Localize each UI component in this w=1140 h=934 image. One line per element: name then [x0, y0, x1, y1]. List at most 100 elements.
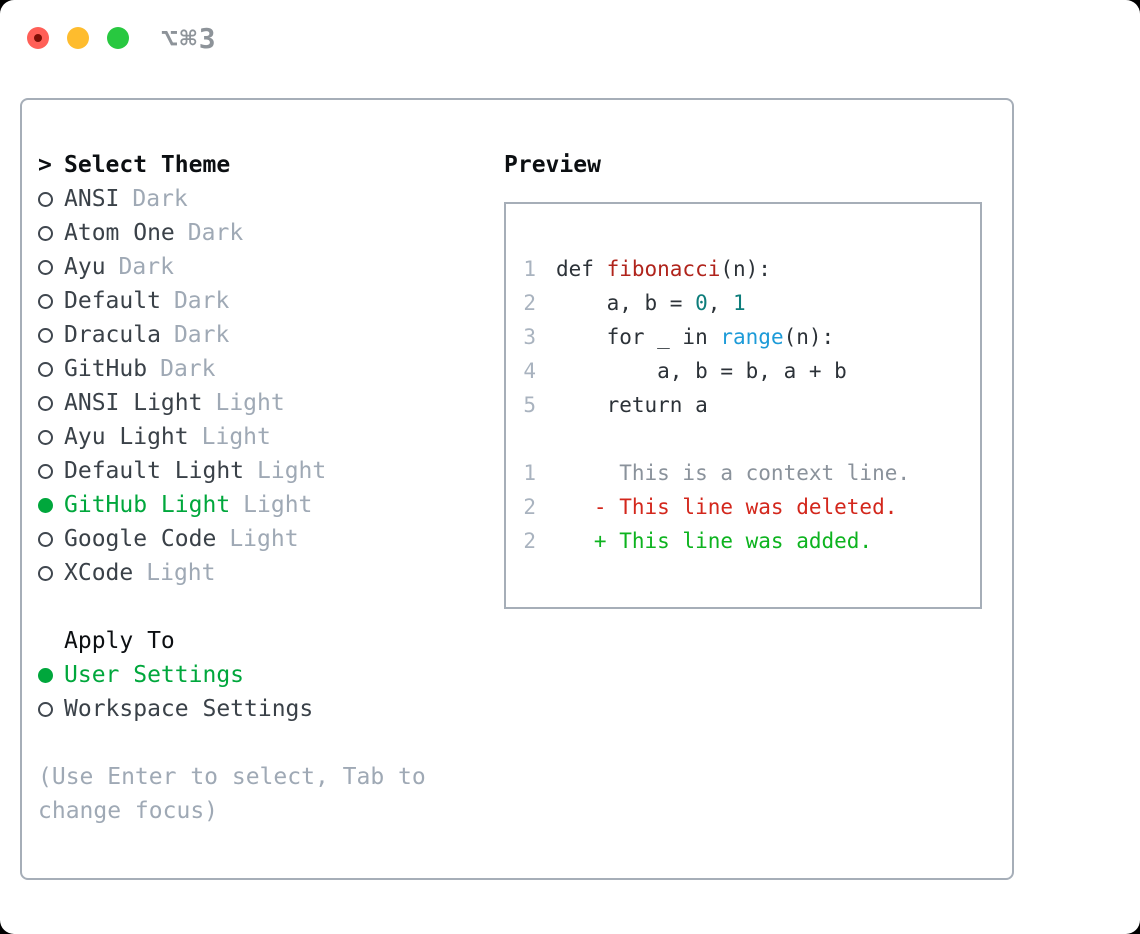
theme-option-dracula[interactable]: Dracula Dark	[38, 318, 468, 352]
option-label: ANSI	[64, 186, 120, 212]
menu-title: Select Theme	[64, 152, 231, 178]
preview-line: 2 + This line was added.	[514, 524, 972, 558]
radio-selected-icon	[38, 497, 53, 513]
variant-tag: Dark	[132, 186, 188, 212]
variant-tag: Dark	[173, 288, 230, 314]
token-plain: ,	[707, 291, 734, 315]
preview-line: 2 - This line was deleted.	[514, 490, 972, 524]
variant-tag: Light	[229, 526, 299, 552]
option-label: Default	[64, 288, 161, 314]
option-label: Ayu	[64, 254, 106, 280]
theme-option-ayu-light[interactable]: Ayu Light Light	[38, 420, 468, 454]
variant-tag: Light	[146, 560, 216, 586]
radio-icon	[38, 565, 53, 581]
keyboard-hint: (Use Enter to select, Tab to change focu…	[38, 764, 426, 824]
radio-icon	[38, 293, 53, 309]
theme-option-default-light[interactable]: Default Light Light	[38, 454, 468, 488]
radio-icon	[38, 327, 53, 343]
line-number: 2	[523, 495, 536, 519]
theme-option-default[interactable]: Default Dark	[38, 284, 468, 318]
token-plain: a, b = b, a + b	[556, 359, 847, 383]
blank-line	[514, 422, 972, 456]
zoom-button[interactable]	[107, 27, 129, 49]
token-num: 1	[733, 291, 746, 315]
apply-to-header: Apply To	[38, 624, 468, 658]
theme-option-atom-one[interactable]: Atom One Dark	[38, 216, 468, 250]
variant-tag: Dark	[173, 322, 230, 348]
token-plain: a, b =	[556, 291, 696, 315]
option-label: GitHub	[64, 356, 148, 382]
apply-option-user-settings[interactable]: User Settings	[38, 658, 468, 692]
token-plain: (n):	[783, 325, 835, 349]
line-number: 3	[523, 325, 536, 349]
theme-option-xcode[interactable]: XCode Light	[38, 556, 468, 590]
token-ctx: This is a context line.	[556, 461, 911, 485]
option-label: Dracula	[64, 322, 161, 348]
theme-option-github-light[interactable]: GitHub Light Light	[38, 488, 468, 522]
radio-icon	[38, 463, 53, 479]
option-label: Ayu Light	[64, 424, 189, 450]
line-content: return a	[556, 388, 708, 422]
line-number: 1	[523, 257, 536, 281]
token-plain: return a	[556, 393, 708, 417]
apply-option-workspace-settings[interactable]: Workspace Settings	[38, 692, 468, 726]
token-plain: for _ in	[556, 325, 721, 349]
preview-line: 3 for _ in range(n):	[514, 320, 972, 354]
preview-line: 1 def fibonacci(n):	[514, 252, 972, 286]
variant-tag: Light	[201, 424, 271, 450]
variant-tag: Light	[243, 492, 313, 518]
variant-tag: Dark	[160, 356, 216, 382]
token-fn: fibonacci	[606, 257, 721, 281]
line-number: 2	[523, 529, 536, 553]
variant-tag: Dark	[187, 220, 244, 246]
preview-title: Preview	[504, 152, 601, 178]
theme-option-github[interactable]: GitHub Dark	[38, 352, 468, 386]
option-label: XCode	[64, 560, 134, 586]
variant-tag: Light	[257, 458, 327, 484]
minimize-button[interactable]	[67, 27, 89, 49]
option-label: User Settings	[64, 662, 245, 688]
radio-icon	[38, 701, 53, 717]
option-label: Atom One	[64, 220, 175, 246]
option-label: ANSI Light	[64, 390, 203, 416]
token-builtin: range	[720, 325, 784, 349]
option-label: GitHub Light	[64, 492, 231, 518]
option-label: Google Code	[64, 526, 217, 552]
theme-option-google-code[interactable]: Google Code Light	[38, 522, 468, 556]
line-content: This is a context line.	[556, 456, 910, 490]
token-num: 0	[695, 291, 708, 315]
line-number: 2	[523, 291, 536, 315]
radio-icon	[38, 361, 53, 377]
preview-line: 2 a, b = 0, 1	[514, 286, 972, 320]
token-plain: def	[556, 257, 607, 281]
preview-line: 1 This is a context line.	[514, 456, 972, 490]
option-label: Workspace Settings	[64, 696, 314, 722]
line-content: a, b = b, a + b	[556, 354, 847, 388]
unsaved-dot-icon	[34, 34, 42, 42]
select-theme-header: > Select Theme	[38, 148, 468, 182]
window-controls	[27, 27, 129, 49]
option-label: Default Light	[64, 458, 245, 484]
token-del: - This line was deleted.	[556, 495, 898, 519]
line-number: 4	[523, 359, 536, 383]
radio-icon	[38, 531, 53, 547]
radio-icon	[38, 395, 53, 411]
line-content: - This line was deleted.	[556, 490, 897, 524]
line-content: + This line was added.	[556, 524, 872, 558]
line-content: def fibonacci(n):	[556, 252, 771, 286]
preview-line: 5 return a	[514, 388, 972, 422]
radio-icon	[38, 225, 53, 241]
theme-option-ansi[interactable]: ANSI Dark	[38, 182, 468, 216]
window-title: ⌥⌘3	[161, 21, 218, 55]
radio-icon	[38, 429, 53, 445]
close-button[interactable]	[27, 27, 49, 49]
radio-icon	[38, 259, 53, 275]
